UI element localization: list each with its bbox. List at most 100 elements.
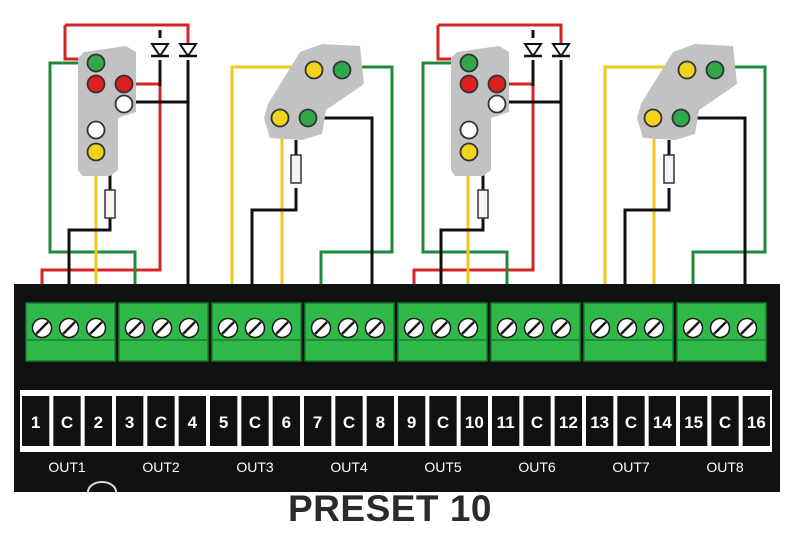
screw-slot (275, 321, 289, 335)
white-lamp (114, 94, 134, 114)
pin-cell (84, 396, 112, 446)
screw-slot (128, 321, 142, 335)
signal-head-3 (451, 46, 509, 176)
pin-cell (53, 396, 81, 446)
pin-label: C (531, 413, 543, 432)
terminal-block-8 (676, 302, 767, 362)
pin-cell (492, 396, 520, 446)
pin-label: C (343, 413, 355, 432)
pin-label: 3 (125, 413, 134, 432)
screw-slot (527, 321, 541, 335)
screw-slot (248, 321, 262, 335)
screw-slot (500, 321, 514, 335)
output-label: OUT6 (518, 459, 556, 475)
pin-label: 16 (747, 413, 766, 432)
board-marking (87, 481, 117, 493)
terminal-block-1 (25, 302, 116, 362)
yellow-lamp (677, 60, 697, 80)
green-lamp (459, 53, 479, 73)
pin-label: 5 (219, 413, 228, 432)
pin-cell (241, 396, 269, 446)
yellow-lamp (459, 142, 479, 162)
terminal-block-7 (583, 302, 674, 362)
screw-slot (554, 321, 568, 335)
pin-cell (523, 396, 551, 446)
screw-slot (341, 321, 355, 335)
screw-slot (593, 321, 607, 335)
pin-label: 4 (188, 413, 198, 432)
terminal-block-6 (490, 302, 581, 362)
pin-label: 9 (407, 413, 416, 432)
red-lamp (114, 74, 134, 94)
terminal-block-2 (118, 302, 209, 362)
pin-label: 10 (465, 413, 484, 432)
output-label: OUT8 (706, 459, 744, 475)
yellow-lamp (304, 60, 324, 80)
pin-label: C (249, 413, 261, 432)
pin-cell (210, 396, 238, 446)
pin-cell (398, 396, 426, 446)
green-lamp (298, 108, 318, 128)
pin-label: C (625, 413, 637, 432)
diode-body (150, 43, 170, 58)
black-wire (67, 218, 112, 303)
pin-label: 8 (376, 413, 385, 432)
yellow-lamp (270, 108, 290, 128)
resistor (477, 189, 489, 219)
pin-cell (335, 396, 363, 446)
screw-slot (155, 321, 169, 335)
output-label: OUT7 (612, 459, 650, 475)
pin-label: 14 (653, 413, 672, 432)
black-wire (623, 188, 671, 303)
green-lamp (671, 108, 691, 128)
screw-slot (62, 321, 76, 335)
signal-head-1 (78, 46, 136, 176)
pin-cell (178, 396, 206, 446)
red-wire (412, 82, 535, 303)
red-lamp (459, 74, 479, 94)
screw-slot (368, 321, 382, 335)
screw-slot (35, 321, 49, 335)
green-wire (691, 65, 767, 303)
wires (40, 23, 767, 303)
red-lamp (487, 74, 507, 94)
screw-slot (686, 321, 700, 335)
pin-label: 7 (313, 413, 322, 432)
yellow-wire (230, 65, 306, 303)
screw-slot (620, 321, 634, 335)
pin-cell (116, 396, 144, 446)
red-lamp (86, 74, 106, 94)
green-lamp (705, 60, 725, 80)
output-label: OUT5 (424, 459, 462, 475)
black-wire (314, 116, 374, 303)
green-wire (421, 61, 509, 303)
pin-cell (304, 396, 332, 446)
yellow-lamp (86, 142, 106, 162)
black-wire (250, 188, 298, 303)
pin-label: 2 (94, 413, 103, 432)
pin-cell (617, 396, 645, 446)
output-label: OUT2 (142, 459, 180, 475)
screw-slot (461, 321, 475, 335)
preset-title: PRESET 10 (288, 488, 492, 529)
pin-label: C (437, 413, 449, 432)
signals (78, 44, 737, 176)
pin-cell (22, 396, 50, 446)
pin-label: 12 (559, 413, 578, 432)
white-lamp (459, 120, 479, 140)
terminal-block-3 (211, 302, 302, 362)
red-wire (438, 23, 563, 50)
white-lamp (86, 120, 106, 140)
screw-slot (89, 321, 103, 335)
pin-cell (711, 396, 739, 446)
green-wire (48, 61, 137, 303)
pin-label: C (61, 413, 73, 432)
screw-slot (407, 321, 421, 335)
pin-cell (147, 396, 175, 446)
diode-body (178, 43, 198, 58)
pin-cell (680, 396, 708, 446)
terminal-block-5 (397, 302, 488, 362)
pin-label: 6 (282, 413, 291, 432)
resistor (663, 154, 675, 184)
pin-label: 1 (31, 413, 40, 432)
